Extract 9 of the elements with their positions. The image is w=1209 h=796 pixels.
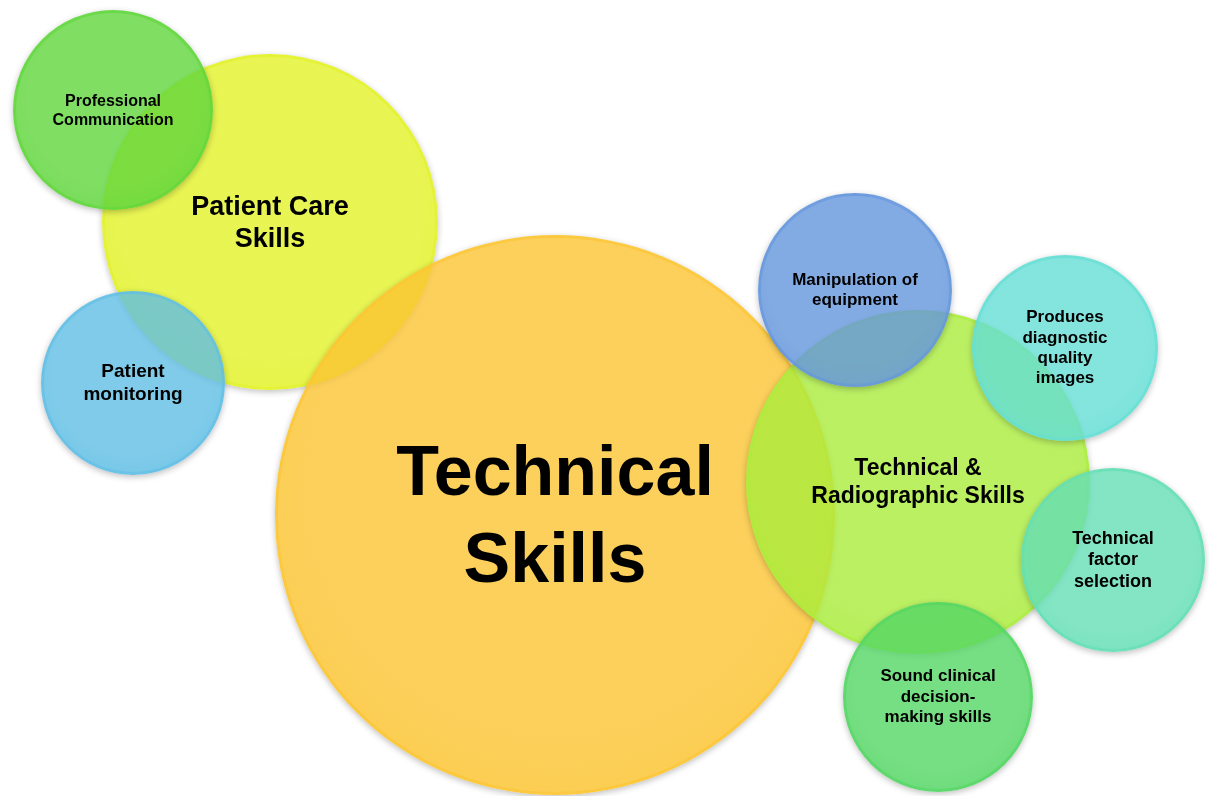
bubble-label: Professional Communication [51, 90, 175, 130]
bubble-label: Patient monitoring [82, 360, 184, 406]
bubble-label: Technical factor selection [1071, 527, 1155, 593]
bubble-label: Technical Skills [395, 430, 715, 599]
bubble-label: Produces diagnostic quality images [1021, 307, 1109, 389]
bubble-label: Patient Care Skills [190, 189, 350, 255]
bubble-label: Technical & Radiographic Skills [810, 454, 1026, 510]
bubble-label: Sound clinical decision-making skills [879, 666, 997, 728]
bubble-label: Manipulation of equipment [791, 269, 919, 311]
